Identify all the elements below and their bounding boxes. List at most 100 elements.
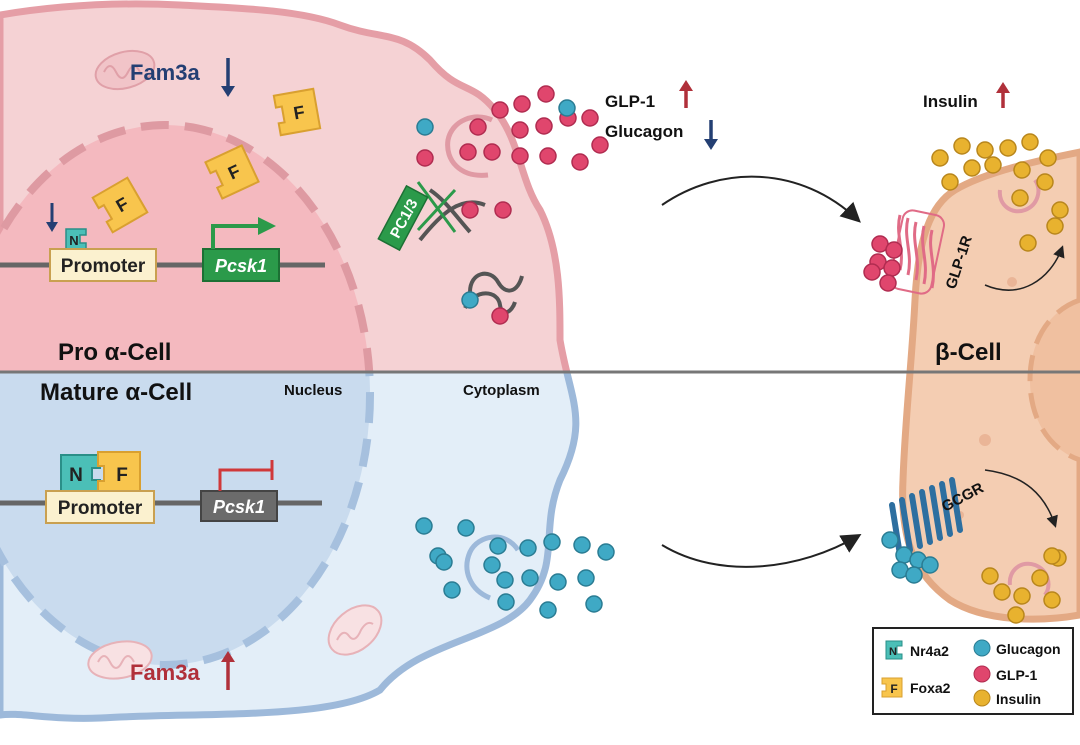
secretion-arrow <box>984 245 1065 291</box>
glp1-molecule <box>883 259 901 277</box>
glp1-molecule <box>885 241 903 259</box>
svg-text:N: N <box>69 465 83 486</box>
legend-foxa2-label: Foxa2 <box>910 680 951 696</box>
glp1-molecule <box>459 143 477 161</box>
glucagon-molecule <box>457 519 475 537</box>
insulin-molecule <box>976 141 994 159</box>
secretory-vesicle <box>445 114 494 178</box>
glp1-secreted-label: GLP-1 <box>605 92 655 111</box>
insulin-vesicle <box>997 178 1041 214</box>
glucagon-secreted-label: Glucagon <box>605 122 683 141</box>
signal-arrow <box>661 175 861 223</box>
insulin-molecule <box>1019 234 1037 252</box>
down-arrow-icon <box>221 58 235 97</box>
glucagon-molecule <box>921 556 939 574</box>
glp1-molecule <box>539 147 557 165</box>
glp1-molecule <box>863 263 881 281</box>
secretion-arrow <box>984 469 1058 528</box>
legend-insulin-label: Insulin <box>996 691 1041 707</box>
legend-glp1-label: GLP-1 <box>996 667 1037 683</box>
up-arrow-icon <box>996 82 1010 108</box>
insulin-molecule <box>1043 591 1061 609</box>
insulin-molecule <box>931 149 949 167</box>
insulin-molecule <box>1036 173 1054 191</box>
mitochondrion-icon <box>327 604 383 656</box>
glucagon-molecule <box>881 531 899 549</box>
legend-glucagon-swatch <box>973 639 991 657</box>
insulin-molecules <box>931 133 1069 624</box>
glucagon-molecule <box>416 118 434 136</box>
insulin-molecule <box>1046 217 1064 235</box>
glp1-molecule <box>511 121 529 139</box>
gcgr-receptor <box>889 477 963 558</box>
glp1-molecule <box>535 117 553 135</box>
insulin-molecule <box>1013 161 1031 179</box>
insulin-molecule <box>1007 606 1025 624</box>
glp1-molecule <box>491 101 509 119</box>
insulin-molecule <box>993 583 1011 601</box>
glp1-molecule <box>416 149 434 167</box>
pcsk1-gene-inactive: Pcsk1 <box>200 460 278 522</box>
insulin-molecule <box>1013 587 1031 605</box>
glucagon-molecules <box>415 99 939 619</box>
glucagon-molecule <box>496 571 514 589</box>
glp1-molecule <box>571 153 589 171</box>
up-arrow-icon <box>221 651 235 690</box>
svg-text:Pcsk1: Pcsk1 <box>215 256 267 276</box>
glucagon-molecule <box>597 543 615 561</box>
glp1-molecule <box>483 143 501 161</box>
glucagon-molecule <box>539 601 557 619</box>
foxa2-protein: F <box>272 87 322 137</box>
beta-cell-label: β-Cell <box>935 339 1002 366</box>
signal-arrow <box>661 533 862 568</box>
legend-nr4a2-label: Nr4a2 <box>910 643 949 659</box>
insulin-vesicle <box>1007 561 1051 597</box>
insulin-molecule <box>1039 149 1057 167</box>
legend-foxa2-swatch: F <box>881 677 903 698</box>
fam3a-label: Fam3a <box>130 60 200 85</box>
glucagon-molecule <box>585 595 603 613</box>
legend-glucagon-label: Glucagon <box>996 641 1061 657</box>
mitochondrion-icon <box>94 49 156 91</box>
glp1-molecule <box>491 307 509 325</box>
insulin-molecule <box>1043 547 1061 565</box>
glucagon-molecule <box>435 553 453 571</box>
legend: N Nr4a2 F Foxa2 Glucagon GLP-1 Insulin <box>872 627 1074 715</box>
insulin-molecule <box>999 139 1017 157</box>
glucagon-molecule <box>543 533 561 551</box>
pro-alpha-cell-label: Pro α-Cell <box>58 339 171 366</box>
mature-alpha-cell-label: Mature α-Cell <box>40 379 192 406</box>
insulin-secreted-label: Insulin <box>923 92 978 111</box>
glp1-molecule <box>494 201 512 219</box>
pcsk1-gene-active: Pcsk1 <box>202 217 280 282</box>
glucagon-molecule <box>489 537 507 555</box>
glucagon-molecule <box>461 291 479 309</box>
svg-text:Promoter: Promoter <box>61 256 146 277</box>
glucagon-molecule <box>443 581 461 599</box>
glp1-molecule <box>591 136 609 154</box>
nucleus-label: Nucleus <box>284 382 342 399</box>
glucagon-molecule <box>519 539 537 557</box>
glp1-molecules <box>416 85 903 325</box>
promoter-box: Promoter <box>49 248 157 282</box>
glucagon-molecule <box>549 573 567 591</box>
foxa2-protein: F <box>91 176 149 234</box>
glucagon-molecule <box>573 536 591 554</box>
glp1-molecule <box>461 201 479 219</box>
foxa2-protein: F <box>204 144 260 200</box>
insulin-molecule <box>953 137 971 155</box>
up-arrow-icon <box>679 80 693 108</box>
fam3a-label: Fam3a <box>130 660 200 685</box>
promoter-box: Promoter <box>45 490 155 524</box>
glucagon-molecule <box>497 593 515 611</box>
glp1-molecule <box>469 118 487 136</box>
svg-text:F: F <box>292 102 306 124</box>
svg-text:N: N <box>889 646 897 658</box>
glucagon-molecule <box>577 569 595 587</box>
insulin-molecule <box>1051 201 1069 219</box>
insulin-molecule <box>1021 133 1039 151</box>
mature-alpha-cell <box>0 372 580 722</box>
secretory-vesicle <box>464 534 521 601</box>
down-arrow-icon <box>46 203 58 232</box>
